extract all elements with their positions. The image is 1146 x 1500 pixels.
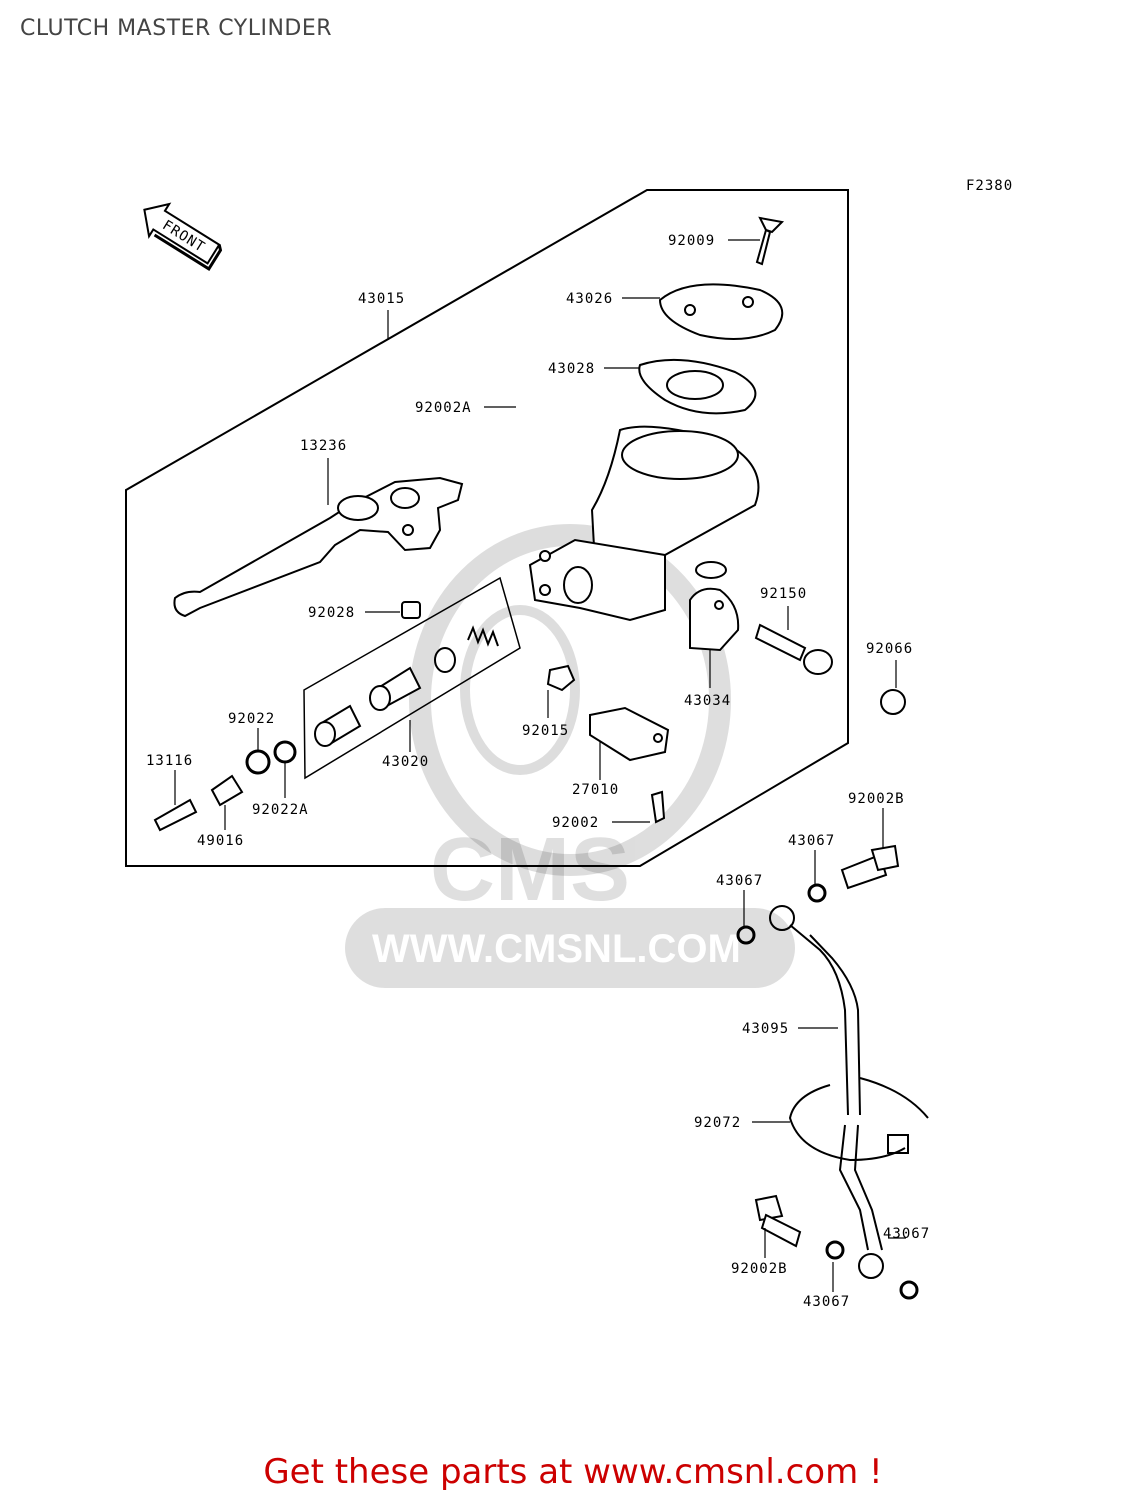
reservoir-cap-icon <box>658 283 784 340</box>
hose-clamp-icon <box>788 1077 929 1162</box>
rubber-cap-icon <box>880 689 906 715</box>
watermark-url: WWW.CMSNL.COM <box>372 927 741 971</box>
part-label: 92002A <box>415 400 472 416</box>
master-cylinder-body-icon <box>528 425 760 622</box>
circlip-icon <box>245 749 271 775</box>
washer-icon <box>273 740 297 764</box>
part-labels: 92009 43026 43015 43028 92002A 13236 921… <box>146 233 930 1310</box>
small-screw-icon <box>650 790 666 824</box>
part-label: 92066 <box>866 641 913 657</box>
clamp-icon <box>689 561 740 652</box>
part-label: 13236 <box>300 438 347 454</box>
part-label: 43067 <box>716 873 763 889</box>
part-label: 43028 <box>548 361 595 377</box>
collar-icon <box>401 601 421 619</box>
piston-kit-outline <box>303 576 521 780</box>
part-label: 43034 <box>684 693 731 709</box>
leader-lines <box>174 239 906 1292</box>
part-label: 43015 <box>358 291 405 307</box>
page-title: CLUTCH MASTER CYLINDER <box>20 16 333 41</box>
part-label: 43020 <box>382 754 429 770</box>
part-label: 92022A <box>252 802 309 818</box>
banjo-bolt-icon <box>754 844 900 1248</box>
nut-icon <box>546 664 576 692</box>
assembly-outline <box>125 189 849 867</box>
spring-icon <box>467 625 499 647</box>
clutch-lever-icon <box>173 476 464 618</box>
part-label: 92002B <box>731 1261 788 1277</box>
part-label: 92150 <box>760 586 807 602</box>
part-label: 43026 <box>566 291 613 307</box>
copper-washer-icon <box>736 883 919 1300</box>
part-label: 92028 <box>308 605 355 621</box>
part-label: 43067 <box>883 1226 930 1242</box>
footer-link[interactable]: Get these parts at www.cmsnl.com ! <box>263 1452 883 1492</box>
part-label: 43067 <box>803 1294 850 1310</box>
part-label: 92015 <box>522 723 569 739</box>
switch-icon <box>589 706 670 762</box>
watermark-brand: CMS <box>430 820 630 920</box>
part-label: 92002 <box>552 815 599 831</box>
part-label: 92022 <box>228 711 275 727</box>
part-label: 43067 <box>788 833 835 849</box>
boot-icon <box>153 774 244 832</box>
figure-code: F2380 <box>966 178 1013 194</box>
diaphragm-icon <box>638 358 757 415</box>
screw-icon <box>755 216 785 266</box>
piston-parts-icon <box>314 647 456 747</box>
part-label: 43095 <box>742 1021 789 1037</box>
part-label: 13116 <box>146 753 193 769</box>
clutch-hose-icon <box>769 905 884 1279</box>
part-label: 92072 <box>694 1115 741 1131</box>
part-label: 92002B <box>848 791 905 807</box>
part-label: 27010 <box>572 782 619 798</box>
part-label: 49016 <box>197 833 244 849</box>
front-arrow-icon: FRONT <box>143 202 223 271</box>
bolt-icon <box>754 623 833 675</box>
part-label: 92009 <box>668 233 715 249</box>
